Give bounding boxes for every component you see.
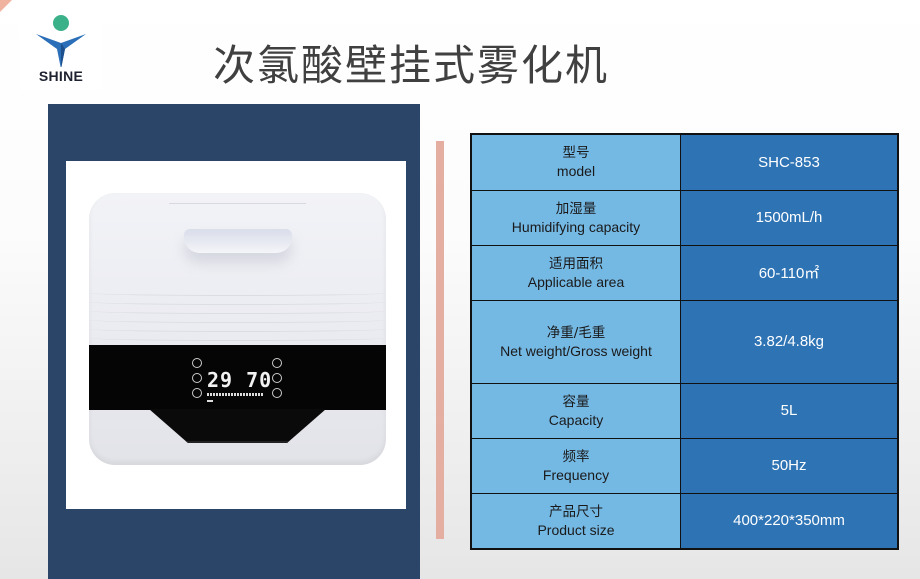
table-row: 加湿量 Humidifying capacity 1500mL/h — [470, 189, 899, 246]
sleep-icon — [192, 388, 202, 398]
spec-label-en: Frequency — [542, 466, 610, 483]
spec-label-en: Capacity — [548, 411, 604, 428]
table-row: 适用面积 Applicable area 60-110㎡ — [470, 244, 899, 301]
product-photo: 29 70 — [66, 161, 406, 509]
lcd-level-bar — [207, 393, 263, 396]
spec-label: 适用面积 Applicable area — [470, 244, 681, 301]
spec-value: 1500mL/h — [680, 189, 899, 246]
spec-value: SHC-853 — [680, 133, 899, 191]
spec-label-zh: 频率 — [562, 448, 590, 465]
product-photo-panel: 29 70 — [48, 104, 420, 579]
spec-label-zh: 容量 — [562, 393, 590, 410]
spec-label-zh: 产品尺寸 — [549, 503, 603, 520]
table-row: 净重/毛重 Net weight/Gross weight 3.82/4.8kg — [470, 299, 899, 384]
table-row: 型号 model SHC-853 — [470, 133, 899, 191]
spec-value: 50Hz — [680, 437, 899, 494]
table-row: 频率 Frequency 50Hz — [470, 437, 899, 494]
spec-label: 型号 model — [470, 133, 681, 191]
spec-label-en: Product size — [537, 521, 615, 538]
spec-label-zh: 型号 — [562, 145, 590, 162]
spec-label-en: Net weight/Gross weight — [500, 342, 652, 359]
spec-label-zh: 净重/毛重 — [546, 324, 606, 341]
lcd-display: 29 70 — [207, 368, 273, 392]
spec-value: 5L — [680, 382, 899, 439]
switch-icon — [272, 358, 282, 368]
spec-label-zh: 适用面积 — [549, 255, 603, 272]
lcd-indicator — [207, 400, 213, 402]
device-handle — [184, 229, 292, 253]
timer-icon — [272, 388, 282, 398]
logo-text: SHINE — [38, 68, 84, 84]
company-logo: SHINE — [20, 8, 102, 90]
spec-label-en: Applicable area — [527, 273, 625, 290]
device-top-lid — [169, 193, 306, 204]
spec-value: 3.82/4.8kg — [680, 299, 899, 384]
shine-logo-icon — [36, 15, 86, 67]
spec-label: 净重/毛重 Net weight/Gross weight — [470, 299, 681, 384]
power-icon — [192, 358, 202, 368]
spec-label-en: model — [556, 163, 596, 180]
spec-label: 产品尺寸 Product size — [470, 492, 681, 550]
spec-label: 加湿量 Humidifying capacity — [470, 189, 681, 246]
spec-label-en: Humidifying capacity — [511, 218, 641, 235]
spec-table: 型号 model SHC-853 加湿量 Humidifying capacit… — [470, 133, 899, 550]
spec-label-zh: 加湿量 — [555, 200, 597, 217]
level-icon — [272, 373, 282, 383]
table-row: 产品尺寸 Product size 400*220*350mm — [470, 492, 899, 550]
spec-value: 60-110㎡ — [680, 244, 899, 301]
page-title: 次氯酸壁挂式雾化机 — [213, 41, 610, 90]
device-control-panel — [89, 345, 386, 410]
spec-value: 400*220*350mm — [680, 492, 899, 550]
spec-label: 频率 Frequency — [470, 437, 681, 494]
corner-decoration — [0, 0, 12, 12]
accent-divider-bar — [436, 141, 444, 539]
humidifier-device-image: 29 70 — [89, 193, 386, 465]
table-row: 容量 Capacity 5L — [470, 382, 899, 439]
mode-icon — [192, 373, 202, 383]
device-wave-texture — [89, 290, 386, 342]
spec-label: 容量 Capacity — [470, 382, 681, 439]
device-panel-notch — [149, 409, 326, 443]
